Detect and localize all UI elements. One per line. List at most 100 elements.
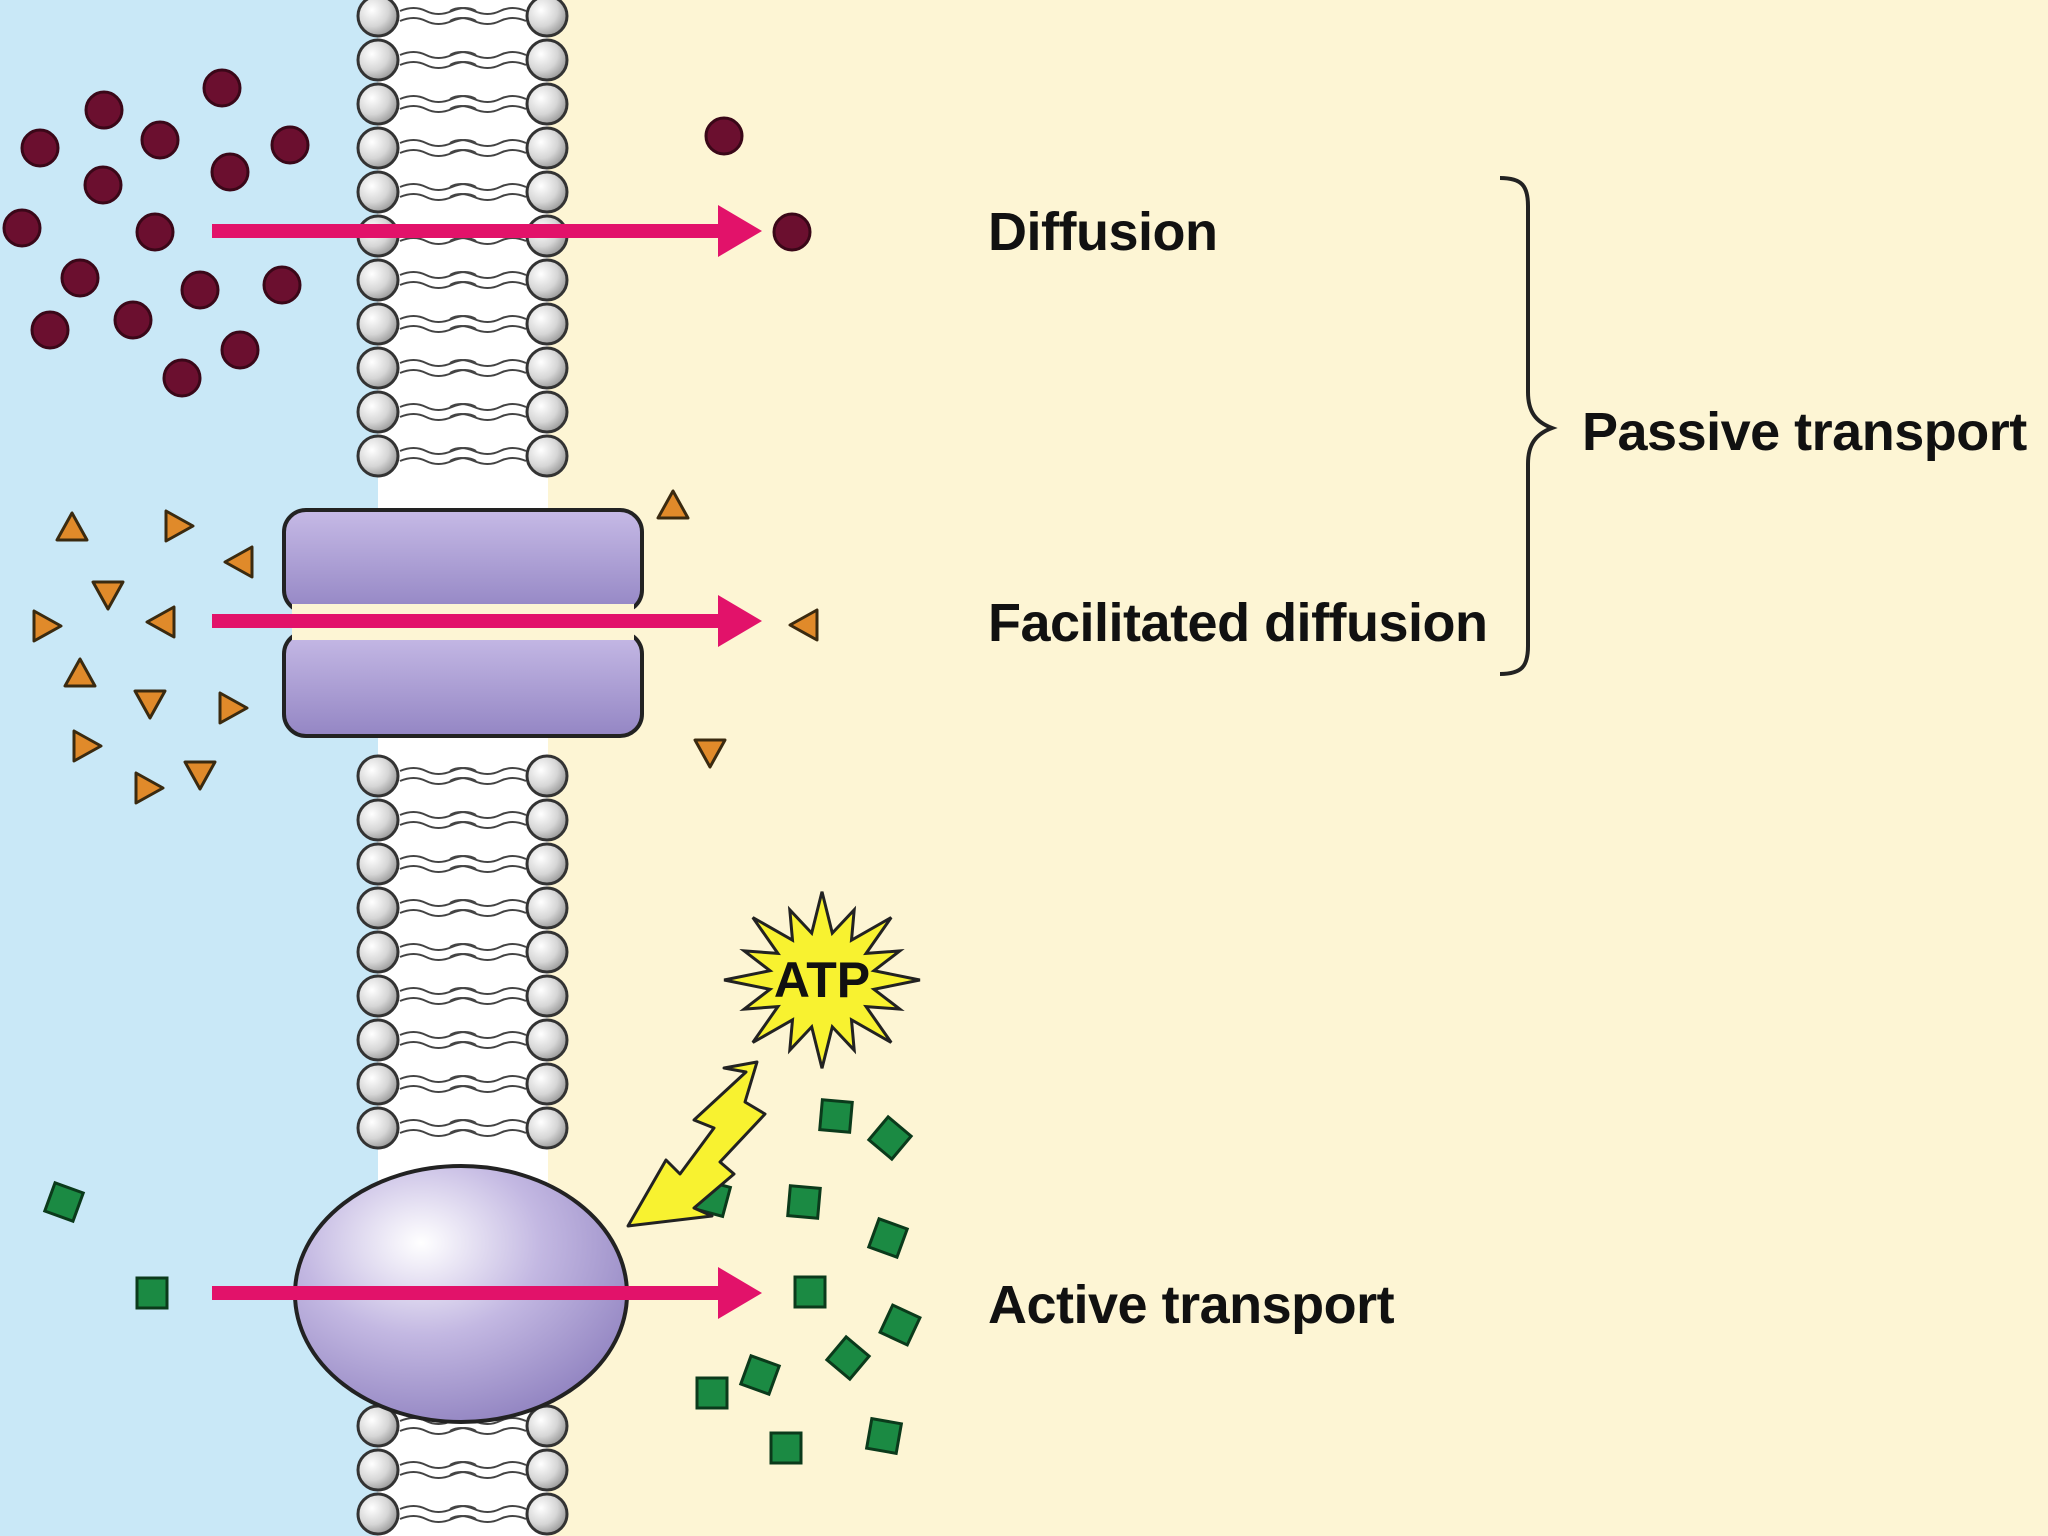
solute-dot xyxy=(162,358,202,398)
phospholipid-head xyxy=(356,126,400,170)
solute-triangle xyxy=(693,738,727,769)
atp-energy: ATP xyxy=(626,891,921,1228)
solute-dot xyxy=(772,212,812,252)
phospholipid-head xyxy=(525,0,569,38)
lipid-tail xyxy=(449,943,527,961)
phospholipid-head xyxy=(356,170,400,214)
phospholipid-head xyxy=(356,1018,400,1062)
atp-label: ATP xyxy=(774,952,870,1008)
phospholipid-head xyxy=(356,302,400,346)
solute-square xyxy=(793,1275,827,1309)
phospholipid-head xyxy=(356,754,400,798)
phospholipid-head xyxy=(525,258,569,302)
facilitated-diffusion-label: Facilitated diffusion xyxy=(988,593,1488,653)
lipid-tail xyxy=(449,1461,527,1479)
phospholipid-head xyxy=(525,798,569,842)
phospholipid-head xyxy=(525,1062,569,1106)
solute-square xyxy=(864,1416,904,1456)
lipid-tail xyxy=(449,1075,527,1093)
lipid-tail xyxy=(449,315,527,333)
lipid-tail xyxy=(449,447,527,465)
solute-triangle xyxy=(145,605,176,639)
solute-square xyxy=(818,1098,854,1134)
curly-brace xyxy=(1499,176,1558,676)
phospholipid-head xyxy=(525,930,569,974)
solute-triangle xyxy=(32,609,63,643)
solute-square xyxy=(738,1353,782,1397)
phospholipid-head xyxy=(525,974,569,1018)
lipid-tail xyxy=(449,1505,527,1523)
energy-bolt-icon xyxy=(626,1060,767,1228)
solute-dot xyxy=(2,208,42,248)
lipid-tail xyxy=(449,359,527,377)
solute-dot xyxy=(220,330,260,370)
solute-triangle xyxy=(223,545,254,579)
phospholipid-head xyxy=(525,1448,569,1492)
solute-dot xyxy=(83,165,123,205)
solute-dot xyxy=(135,212,175,252)
phospholipid-head xyxy=(356,82,400,126)
arrow-head xyxy=(718,595,762,647)
phospholipid-head xyxy=(356,930,400,974)
solute-square xyxy=(878,1303,922,1347)
transport-arrows xyxy=(212,205,762,1319)
phospholipid-head xyxy=(356,886,400,930)
solute-triangle xyxy=(788,608,819,642)
solute-triangle xyxy=(91,580,125,611)
solute-dot xyxy=(210,152,250,192)
phospholipid-head xyxy=(356,974,400,1018)
solute-triangle xyxy=(656,489,690,520)
phospholipid-head xyxy=(525,126,569,170)
lipid-tail xyxy=(449,1031,527,1049)
solute-triangle xyxy=(218,691,249,725)
lipid-tail xyxy=(449,987,527,1005)
phospholipid-head xyxy=(525,302,569,346)
phospholipid-head xyxy=(525,1018,569,1062)
solute-triangle xyxy=(63,657,97,688)
lipid-tail xyxy=(449,183,527,201)
phospholipid-head xyxy=(525,390,569,434)
phospholipid-head xyxy=(525,38,569,82)
solute-dot xyxy=(704,116,744,156)
phospholipid-head xyxy=(525,1492,569,1536)
lipid-tail xyxy=(449,403,527,421)
solute-dot xyxy=(113,300,153,340)
phospholipid-head xyxy=(525,82,569,126)
phospholipid-head xyxy=(356,434,400,478)
solute-square xyxy=(866,1216,910,1260)
solute-square xyxy=(824,1334,872,1382)
phospholipid-head xyxy=(356,798,400,842)
phospholipid-head xyxy=(525,170,569,214)
solute-triangle xyxy=(164,509,195,543)
solute-triangle xyxy=(134,771,165,805)
lipid-tail xyxy=(449,51,527,69)
phospholipid-head xyxy=(525,1404,569,1448)
lipid-tail xyxy=(449,271,527,289)
solute-dot xyxy=(180,270,220,310)
solute-square xyxy=(866,1114,914,1162)
phospholipid-head xyxy=(356,1106,400,1150)
solute-dot xyxy=(202,68,242,108)
lipid-tail xyxy=(449,1119,527,1137)
phospholipid-head xyxy=(525,1106,569,1150)
passive-transport-brace xyxy=(1499,176,1558,676)
solute-dot xyxy=(20,128,60,168)
lipid-tail xyxy=(449,899,527,917)
phospholipid-head xyxy=(525,346,569,390)
channel-upper-half xyxy=(282,508,644,614)
solute-triangle xyxy=(183,760,217,791)
solute-square xyxy=(769,1431,803,1465)
phospholipid-head xyxy=(525,842,569,886)
diffusion-label: Diffusion xyxy=(988,202,1218,262)
active-transport-label: Active transport xyxy=(988,1275,1395,1335)
phospholipid-head xyxy=(356,1448,400,1492)
solute-triangle xyxy=(55,511,89,542)
lipid-tail xyxy=(449,855,527,873)
channel-lower-half xyxy=(282,630,644,738)
lipid-tail xyxy=(449,95,527,113)
molecules xyxy=(2,68,922,1465)
solute-square xyxy=(695,1376,729,1410)
solute-triangle xyxy=(133,689,167,720)
atp-burst-icon xyxy=(723,891,921,1069)
